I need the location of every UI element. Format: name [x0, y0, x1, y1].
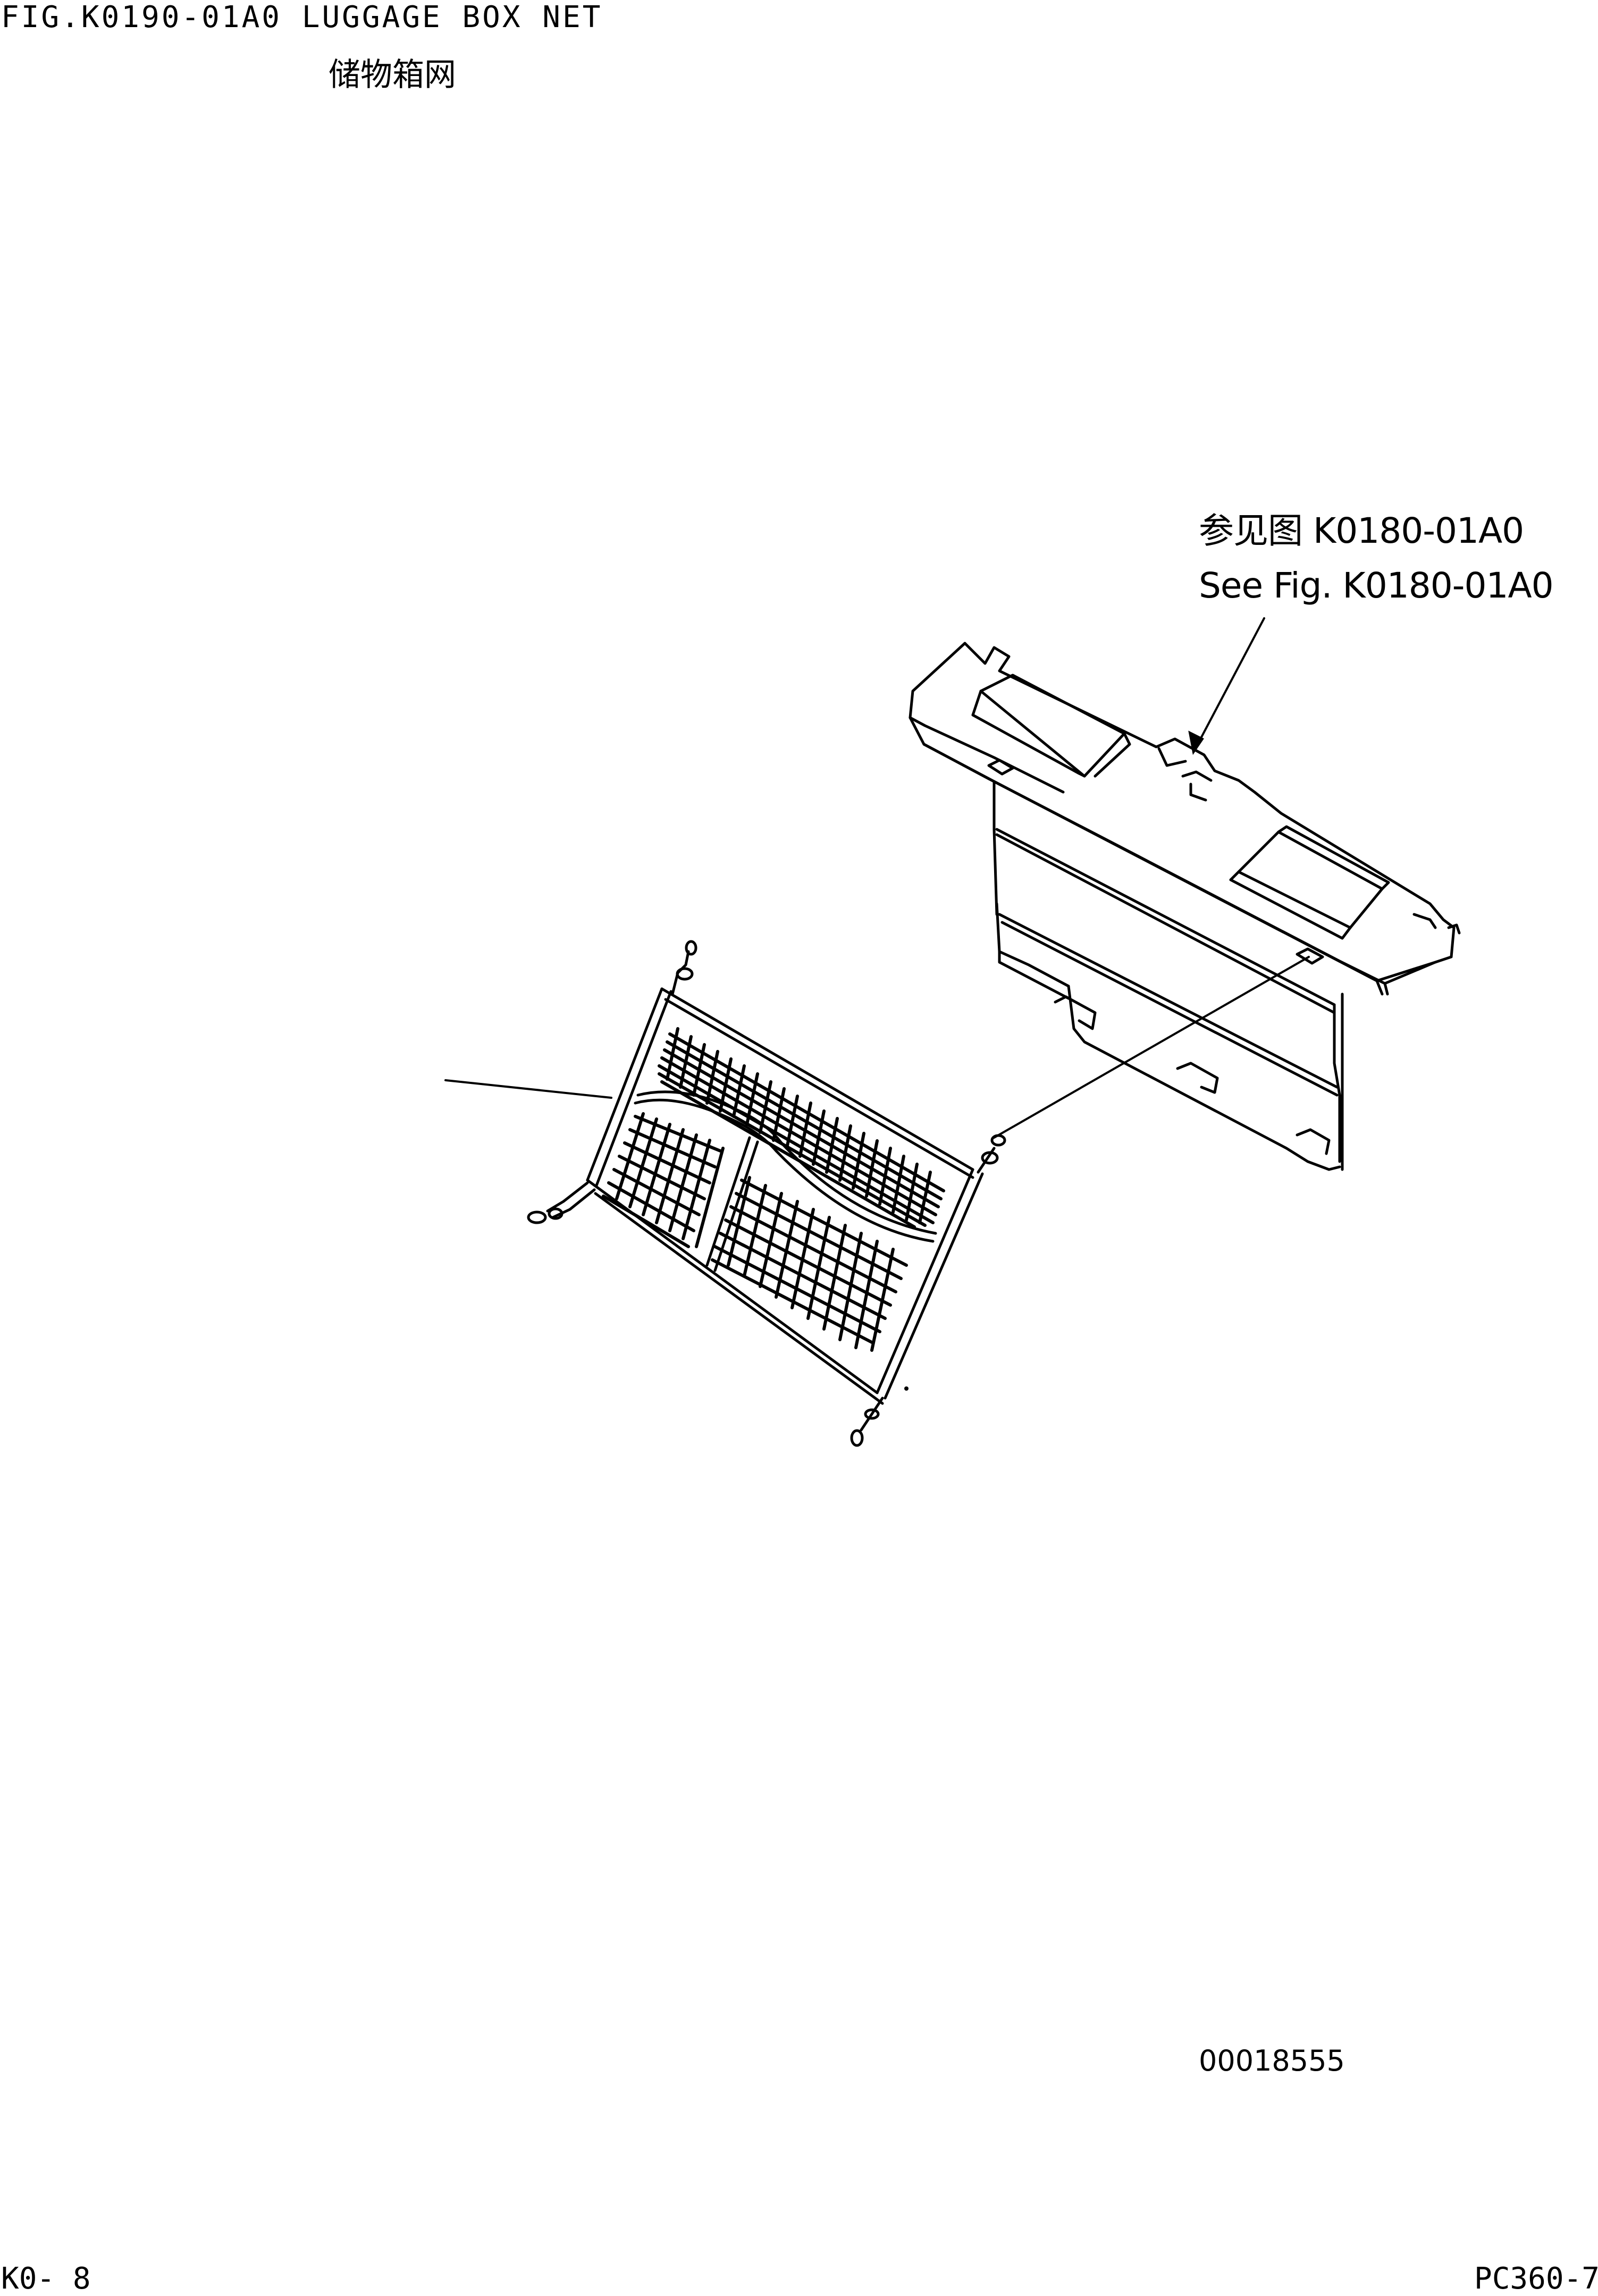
stray-mark [904, 1386, 909, 1391]
net-mesh-hatching [602, 1027, 945, 1352]
leader-line-box [993, 956, 1310, 1139]
reference-arrow-head [1188, 730, 1204, 755]
figure-title-chinese: 储物箱网 [329, 56, 456, 94]
leader-lines [444, 617, 1310, 1139]
illustration-number: 00018555 [1199, 2044, 1345, 2078]
reference-label-chinese: 参见图 K0180-01A0 [1199, 510, 1524, 551]
model-number: PC360-7 [1474, 2261, 1598, 2296]
leader-line-net [444, 1079, 612, 1099]
luggage-box-illustration [909, 642, 1461, 1171]
page-number: K0- 8 [1, 2261, 91, 2296]
reference-label-english: See Fig. K0180-01A0 [1199, 565, 1554, 606]
leader-line-reference [1192, 617, 1265, 753]
figure-title: FIG.K0190-01A0 LUGGAGE BOX NET [1, 0, 603, 35]
